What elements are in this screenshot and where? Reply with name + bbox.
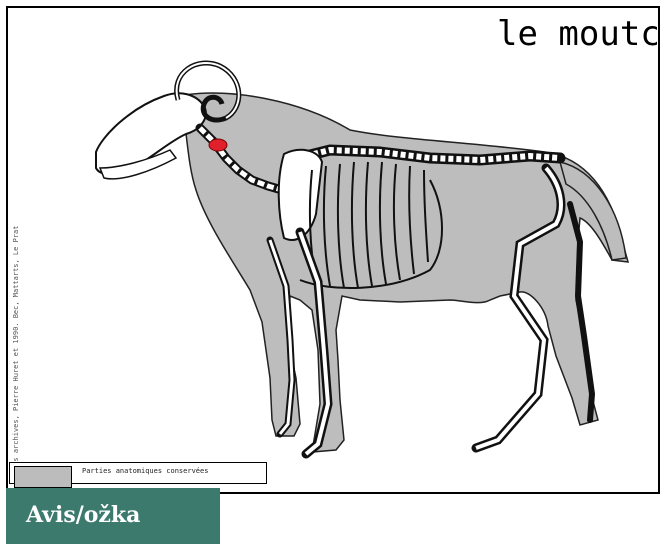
legend-swatch <box>14 466 72 488</box>
legend: Parties anatomiques conservées <box>9 462 267 484</box>
sheep-body-silhouette <box>185 93 628 452</box>
legend-label: Parties anatomiques conservées <box>82 467 208 475</box>
side-credit-text: Les archives, Pierre Huret et 1990. Bec,… <box>12 90 22 470</box>
highlighted-vertebra <box>209 139 227 151</box>
species-caption: Avis/ožka <box>6 488 220 544</box>
diagram-title: le moutc <box>497 14 657 54</box>
species-caption-label: Avis/ožka <box>26 502 140 528</box>
